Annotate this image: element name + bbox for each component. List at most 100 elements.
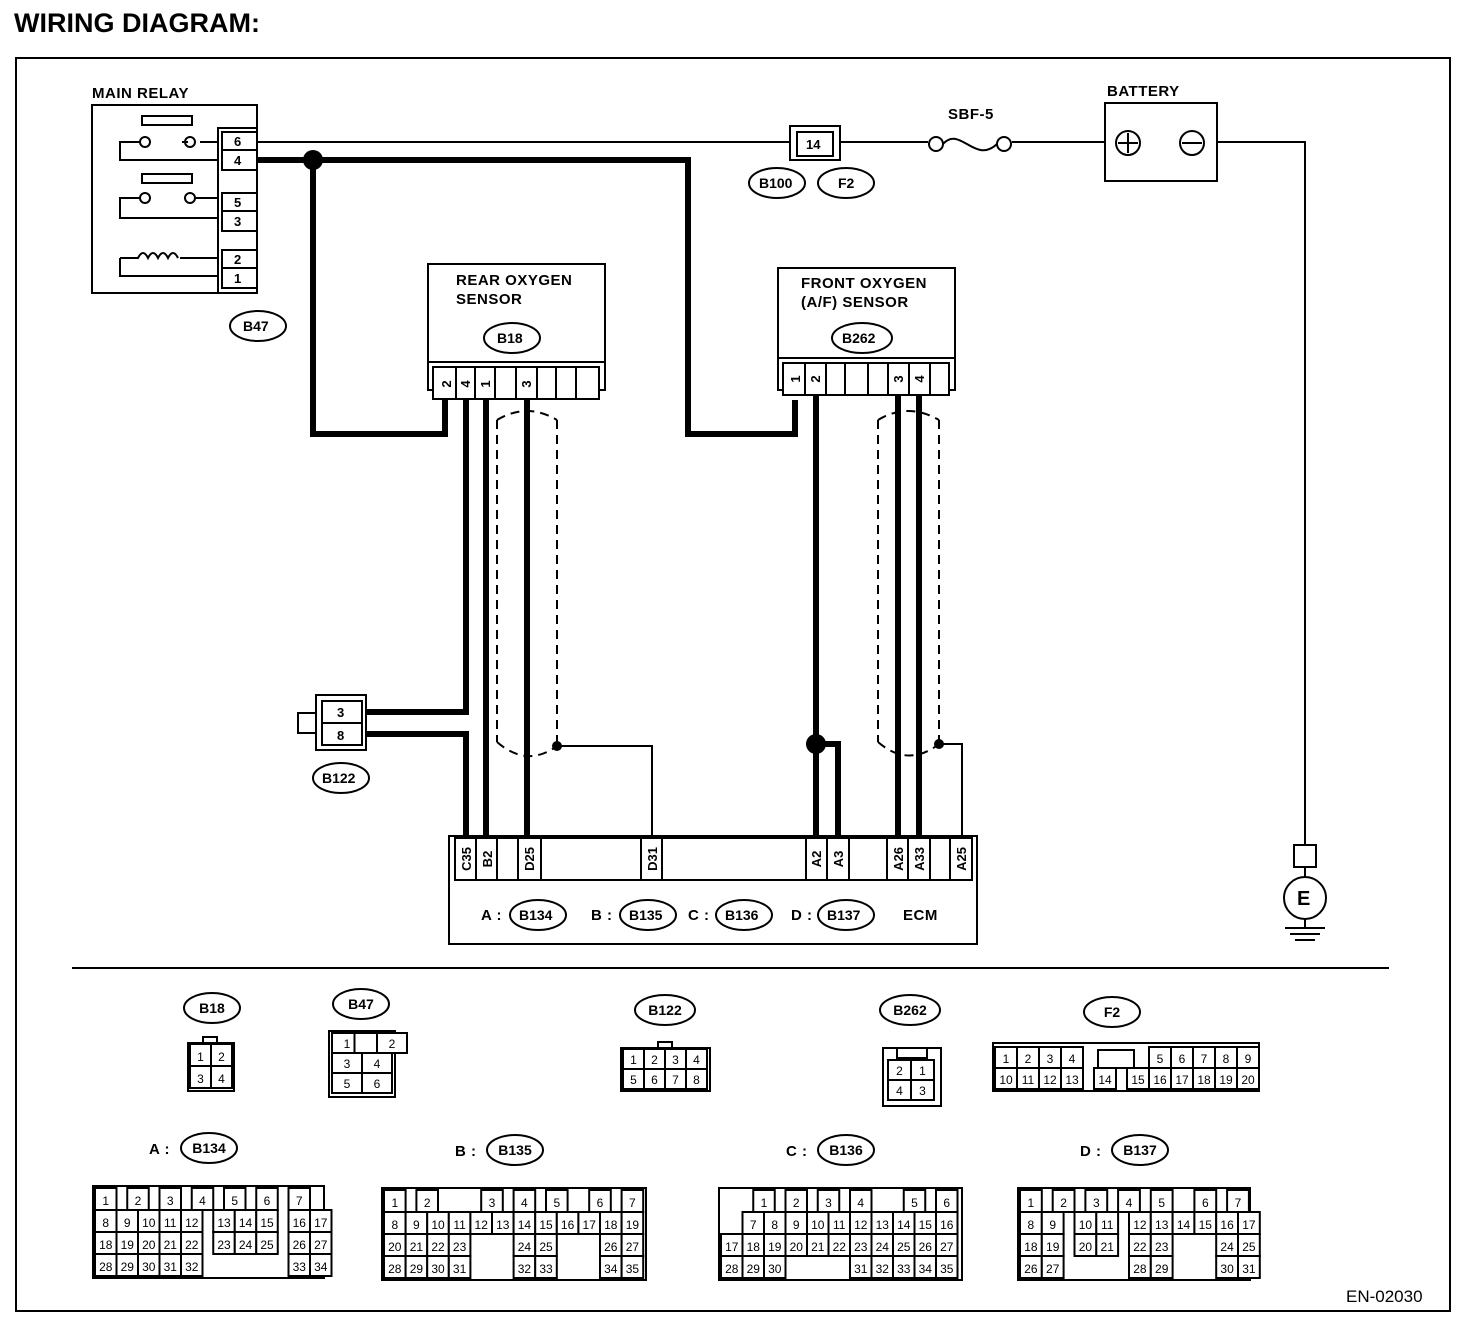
ecm-pin: A25 [954,847,969,871]
front-shield-drain [939,743,963,838]
pin-number: 30 [768,1262,782,1276]
pin-number: 1 [197,1050,204,1064]
joint-connector-b100: 14 B100 F2 [748,125,875,199]
pin-number: 20 [388,1240,402,1254]
ground-label: E [1297,888,1310,910]
ecm-connector-prefix: D : [791,907,813,924]
pin-number: 16 [1220,1218,1234,1232]
pin-number: 2 [651,1053,658,1067]
pin-number: 34 [314,1260,328,1274]
connector-label: B18 [199,1000,225,1016]
pin-number: 22 [431,1240,445,1254]
pin-number: 6 [1179,1052,1186,1066]
ecm-pin: D25 [522,847,537,871]
rear-o2-pin: 4 [458,380,473,388]
connector-badge-b262 [831,322,893,354]
pin-number: 3 [167,1194,174,1208]
connector-badge-b122 [312,762,370,794]
pin-number: 7 [672,1073,679,1087]
pin-number: 14 [1177,1218,1191,1232]
pin-number: 2 [218,1050,225,1064]
connector-label: B47 [243,318,269,334]
connector-label: B47 [348,996,374,1012]
connector-badge [879,994,941,1026]
pin-number: 27 [1046,1262,1060,1276]
pin-number: 4 [521,1196,528,1210]
connector-label: B262 [893,1002,927,1018]
pin-number: 11 [453,1218,466,1232]
pin-number: 1 [919,1064,926,1078]
pin-number: 33 [539,1262,553,1276]
main-relay-label: MAIN RELAY [92,85,189,102]
b122-pin: 8 [337,728,344,743]
connector-badge-b100 [748,167,806,199]
connector-label: B122 [322,770,356,786]
ecm-connector-prefix: B : [591,907,613,924]
pin-number: 4 [896,1084,903,1098]
connector-view-prefix: C : [786,1143,808,1160]
pin-number: 21 [1101,1240,1115,1254]
pin-number: 29 [747,1262,761,1276]
pin-number: 8 [693,1073,700,1087]
rear-o2-wire-4 [362,399,469,715]
pin-number: 21 [164,1238,178,1252]
pin-number: 8 [1028,1218,1035,1232]
pin-number: 5 [911,1196,918,1210]
pin-number: 23 [217,1238,231,1252]
pin-number: 16 [940,1218,954,1232]
pin-number: 12 [1133,1218,1147,1232]
connector-badge-b18 [483,322,541,354]
relay-coil-icon [119,257,218,277]
relay-contact-icon [141,173,193,184]
pin-number: 24 [518,1240,532,1254]
connector-badge [486,1134,544,1166]
pin-number: 21 [410,1240,424,1254]
front-o2-pin: 1 [788,375,803,382]
pin-number: 7 [750,1218,757,1232]
pin-number: 15 [260,1216,274,1230]
pin-number: 28 [1133,1262,1147,1276]
pin-cell [534,1255,558,1279]
pin-number: 17 [1242,1218,1256,1232]
pin-number: 4 [218,1072,225,1086]
pin-number: 22 [833,1240,847,1254]
connector-badge-b135 [619,899,677,931]
front-o2-label: (A/F) SENSOR [801,294,909,311]
ecm-pin: B2 [480,851,495,868]
fuse-label: SBF-5 [948,106,994,123]
pin-number: 8 [771,1218,778,1232]
pin-number: 26 [919,1240,933,1254]
pin-number: 10 [142,1216,156,1230]
pin-number: 3 [919,1084,926,1098]
connector-label: F2 [838,175,855,191]
pin-cell [763,1255,787,1279]
pin-number: 29 [1155,1262,1169,1276]
figure-code: EN-02030 [1346,1287,1423,1306]
pin-number: 14 [897,1218,911,1232]
pin-number: 13 [496,1218,510,1232]
connector-label: B137 [827,907,861,923]
pin-number: 8 [102,1216,109,1230]
pin-number: 25 [897,1240,911,1254]
battery-minus-icon [1179,130,1205,156]
connector-badge-b47 [229,310,287,342]
pin-number: 6 [264,1194,271,1208]
diagram-frame [15,57,1451,1312]
rear-o2-wire-b122 [362,731,469,838]
connector-badge-b136 [715,899,773,931]
ecm-pin: C35 [459,847,474,871]
pin-number: 1 [344,1037,351,1051]
pin-number: 11 [1022,1073,1035,1087]
pin-number: 9 [793,1218,800,1232]
ecm-pin: A26 [891,847,906,871]
pin-number: 2 [389,1037,396,1051]
pin-number: 24 [876,1240,890,1254]
pin-number: 18 [1024,1240,1038,1254]
pin-number: 30 [1220,1262,1234,1276]
ecm-connector-prefix: C : [688,907,710,924]
ecm-connector-prefix: A : [481,907,502,924]
